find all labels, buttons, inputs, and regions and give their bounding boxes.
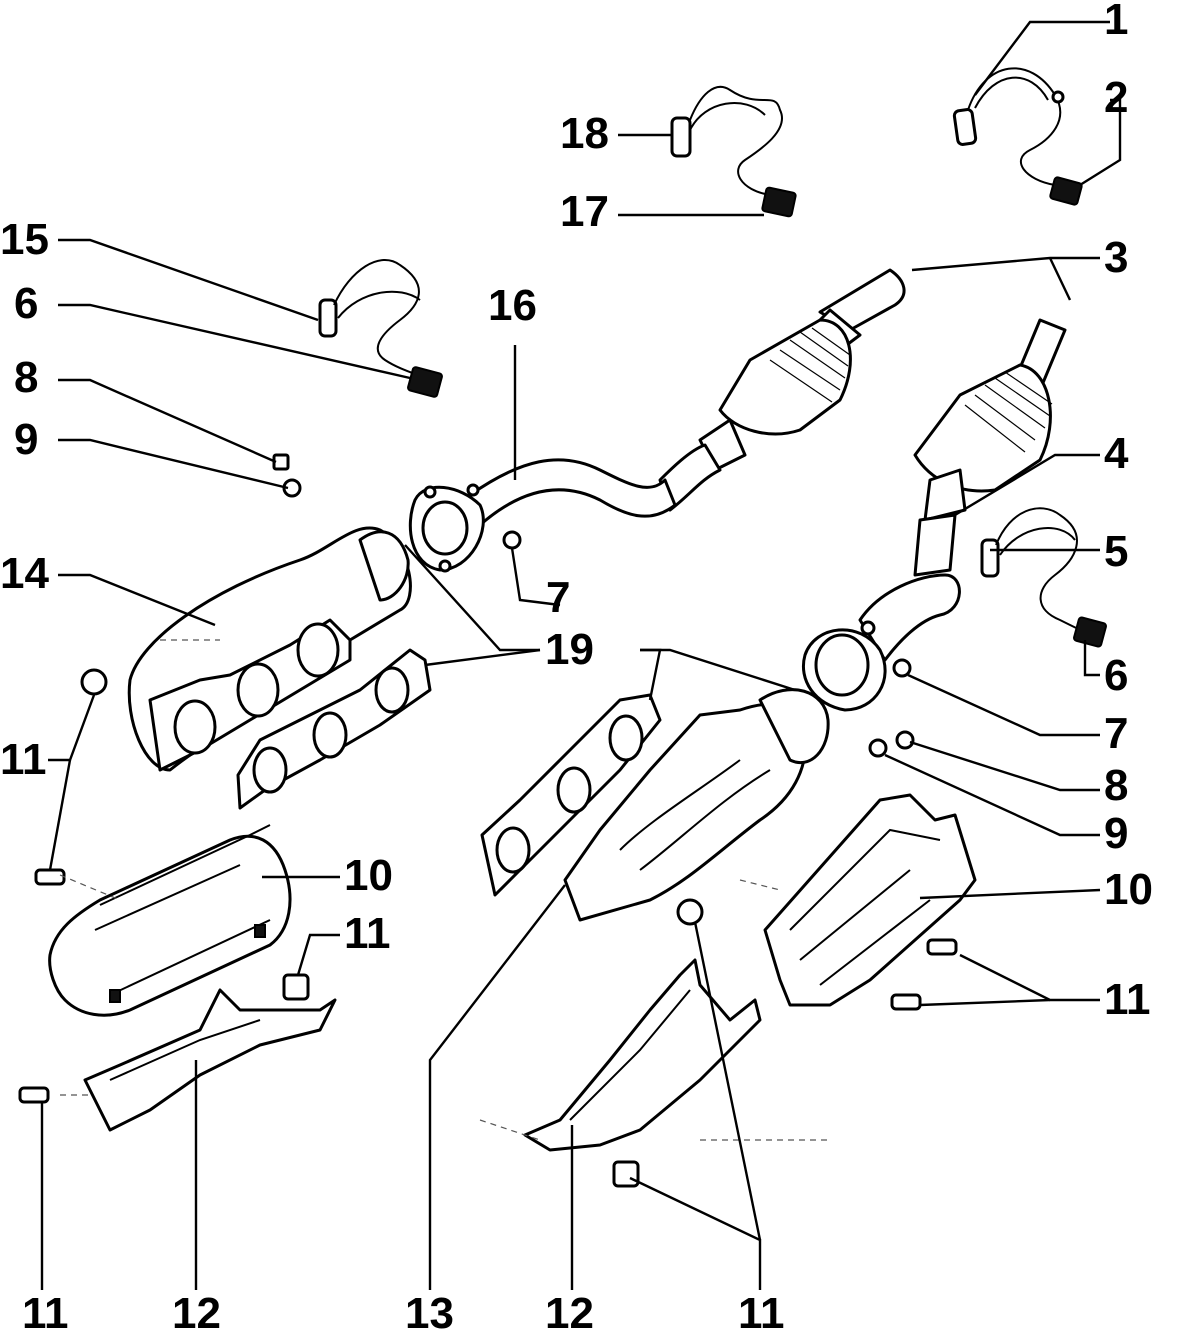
callout-7-right: 7 bbox=[1104, 709, 1128, 758]
manifold-gasket-right bbox=[480, 693, 662, 897]
exhaust-manifold-right bbox=[563, 688, 830, 922]
front-pipe-with-catalyst-right bbox=[802, 318, 1067, 712]
heat-shield-right-lower bbox=[523, 958, 762, 1152]
front-pipe-with-catalyst-left bbox=[408, 268, 906, 573]
callout-8-left: 8 bbox=[14, 353, 38, 402]
callout-16: 16 bbox=[488, 281, 537, 330]
washer-9-right bbox=[868, 738, 888, 758]
callout-9-left: 9 bbox=[14, 415, 38, 464]
callout-11-bottom-left: 11 bbox=[22, 1289, 69, 1338]
nut-8-right bbox=[895, 730, 915, 750]
callout-1: 1 bbox=[1104, 0, 1128, 44]
exhaust-manifold-left bbox=[127, 526, 412, 772]
nut-8-left bbox=[272, 453, 290, 471]
callout-18: 18 bbox=[560, 109, 609, 158]
callout-3: 3 bbox=[1104, 233, 1128, 282]
callout-11-bottom-right: 11 bbox=[738, 1289, 785, 1338]
callout-4: 4 bbox=[1104, 429, 1129, 478]
bolt-11-right-lower bbox=[890, 993, 922, 1011]
callout-10-left: 10 bbox=[344, 851, 393, 900]
callout-13: 13 bbox=[405, 1289, 454, 1338]
nut-7-upper bbox=[502, 530, 522, 550]
callout-10-right: 10 bbox=[1104, 865, 1153, 914]
bolt-11-left-upper bbox=[80, 668, 108, 696]
bolt-11-left-lower bbox=[18, 1086, 50, 1104]
oxygen-sensor-right-lower bbox=[980, 507, 1107, 648]
callout-6-right: 6 bbox=[1104, 651, 1128, 700]
callout-12-left: 12 bbox=[172, 1289, 221, 1338]
bolt-11-left-mid bbox=[34, 868, 66, 886]
oxygen-sensor-left bbox=[318, 259, 443, 398]
callout-14: 14 bbox=[0, 549, 49, 598]
callout-2: 2 bbox=[1104, 73, 1128, 122]
oxygen-sensor-right-upper bbox=[952, 67, 1083, 206]
heat-shield-left-lower bbox=[83, 988, 337, 1132]
callout-17: 17 bbox=[560, 187, 609, 236]
callout-19: 19 bbox=[545, 625, 594, 674]
bolt-11-left-right bbox=[282, 973, 310, 1001]
nut-7-lower bbox=[892, 658, 912, 678]
bolt-11-right-upper bbox=[926, 938, 958, 956]
callout-11-left: 11 bbox=[0, 735, 47, 784]
callout-15: 15 bbox=[0, 215, 49, 264]
callout-8-right: 8 bbox=[1104, 761, 1128, 810]
callout-12-right: 12 bbox=[545, 1289, 594, 1338]
callout-11-right: 11 bbox=[1104, 975, 1151, 1024]
leader-lines bbox=[40, 20, 1122, 1290]
callout-labels: 1 2 3 4 5 6 7 8 9 10 11 18 17 16 15 6 8 … bbox=[0, 0, 1153, 1338]
bolt-11-bottom bbox=[612, 1160, 640, 1188]
heat-shield-left bbox=[48, 824, 292, 1017]
callout-6-left: 6 bbox=[14, 279, 38, 328]
callout-5: 5 bbox=[1104, 527, 1128, 576]
assembly-dashed-lines bbox=[59, 639, 830, 1141]
heat-shield-right bbox=[763, 793, 977, 1007]
manifold-gasket-left bbox=[236, 648, 432, 810]
oxygen-sensor-center bbox=[670, 85, 797, 218]
callout-11-left-mid: 11 bbox=[344, 909, 391, 958]
fasteners bbox=[18, 453, 958, 1188]
callout-9-right: 9 bbox=[1104, 809, 1128, 858]
callout-7-left: 7 bbox=[546, 573, 570, 622]
bolt-11-center bbox=[676, 898, 704, 926]
